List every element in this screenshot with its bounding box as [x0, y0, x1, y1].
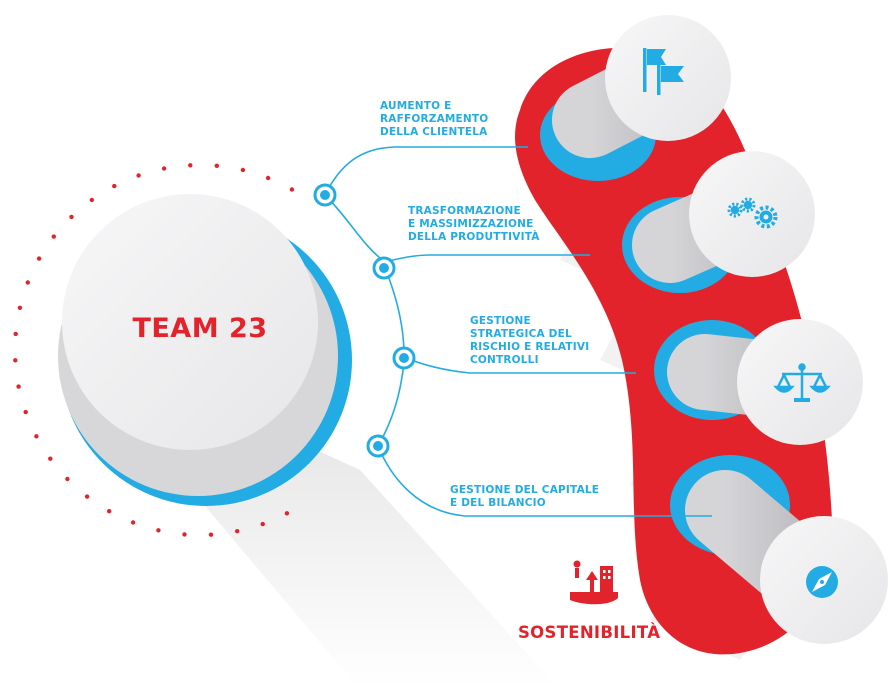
flags-icon [643, 48, 684, 95]
ring-dot [130, 520, 136, 525]
ring-dot [84, 494, 90, 499]
ring-dot [65, 476, 70, 482]
hub-title: TEAM 23 [132, 313, 268, 344]
ring-dot [107, 509, 112, 514]
pillar-label-3: GESTIONE STRATEGICA DEL RISCHIO E RELATI… [470, 315, 589, 367]
ring-dot [284, 511, 290, 516]
compass-icon [806, 566, 838, 598]
ring-dot [36, 256, 42, 261]
ring-dot [25, 280, 30, 285]
ring-dot [16, 384, 21, 389]
ring-dot [13, 358, 18, 363]
ring-dot [265, 175, 271, 181]
ring-dot [89, 197, 95, 203]
ring-dot [34, 434, 39, 439]
ring-dot [112, 183, 117, 189]
ring-dot [188, 163, 193, 168]
ring-dot [260, 521, 265, 527]
ring-dot [136, 173, 141, 178]
ring-dot [235, 529, 240, 534]
ring-dot [48, 456, 53, 461]
sustainability-icon [570, 560, 618, 605]
ring-dot [240, 167, 246, 173]
pillar-label-3-line-1: GESTIONE [470, 315, 531, 327]
pillar-label-2-line-3: DELLA PRODUTTIVITÀ [408, 231, 540, 243]
pillar-label-4-line-2: E DEL BILANCIO [450, 497, 546, 509]
pillar-label-4-line-1: GESTIONE DEL CAPITALE [450, 484, 600, 496]
gears-icon [727, 197, 778, 229]
pillar-label-1-line-2: RAFFORZAMENTO [380, 113, 489, 125]
ring-dot [161, 166, 167, 171]
pillar-label-3-line-4: CONTROLLI [470, 354, 539, 366]
ring-dot [214, 163, 219, 168]
pillar-label-2-line-2: E MASSIMIZZAZIONE [408, 218, 534, 230]
ring-dot [13, 331, 18, 337]
hub [50, 194, 352, 506]
pillar-label-3-line-3: RISCHIO E RELATIVI [470, 341, 590, 353]
scales-icon [773, 363, 831, 402]
pillar-label-4: GESTIONE DEL CAPITALE E DEL BILANCIO [450, 484, 599, 510]
pillar-label-1: AUMENTO E RAFFORZAMENTO DELLA CLIENTELA [380, 100, 488, 139]
pillar-cap-2 [689, 151, 815, 277]
pillar-label-2: TRASFORMAZIONE E MASSIMIZZAZIONE DELLA P… [408, 205, 540, 244]
sustainability-label: SOSTENIBILITÀ [518, 623, 661, 642]
ring-dot [182, 532, 187, 537]
connector-nodes [313, 183, 416, 458]
ring-dot [208, 532, 214, 537]
pillar-label-2-line-1: TRASFORMAZIONE [408, 205, 521, 217]
ring-dot [17, 305, 23, 310]
pillar-label-3-line-2: STRATEGICA DEL [470, 328, 572, 340]
pillar-label-1-line-3: DELLA CLIENTELA [380, 126, 488, 138]
ring-dot [51, 234, 56, 239]
pillar-label-1-line-1: AUMENTO E [380, 100, 452, 112]
ring-dot [69, 214, 74, 220]
pillar-cap-3 [737, 319, 863, 445]
ring-dot [289, 187, 295, 192]
ring-dot [156, 528, 161, 533]
dotted-ring [13, 163, 295, 537]
ring-dot [23, 409, 28, 415]
